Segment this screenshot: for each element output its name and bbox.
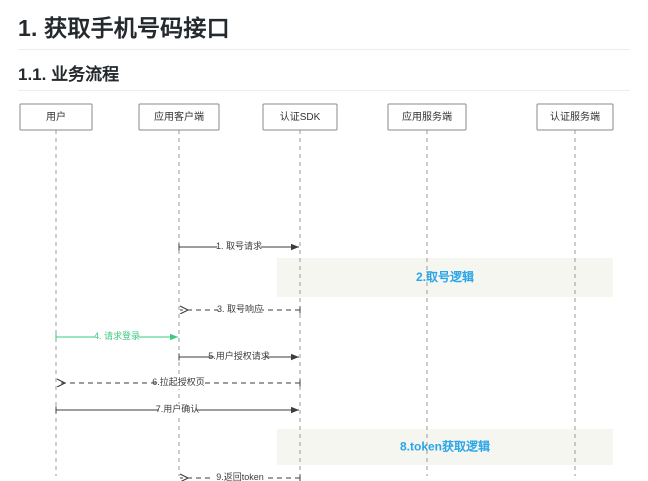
participant-label-client: 应用客户端 — [154, 110, 204, 123]
participant-label-sdk: 认证SDK — [280, 110, 321, 123]
participant-boxes-layer: 用户 应用客户端 认证SDK 应用服务端 认证服务端 — [19, 103, 614, 131]
lifelines-layer — [55, 130, 576, 476]
participant-label-authsrv: 认证服务端 — [550, 110, 600, 123]
message-label-1: 1. 取号请求 — [216, 240, 262, 251]
message-label-3: 3. 取号响应 — [217, 303, 263, 314]
message-label-backdrop-6 — [156, 377, 201, 389]
message-label-backdrop-1 — [217, 241, 261, 253]
messages-layer: 1. 取号请求 3. 取号响应 4. 请求登录 5.用户授权请求 6.拉起授权页 7.用户… — [55, 240, 301, 481]
note-8-label: 8.token获取逻辑 — [400, 439, 490, 454]
page-title: 1. 获取手机号码接口 — [18, 14, 630, 50]
message-label-backdrop-7 — [158, 404, 197, 416]
note-8-band: 8.token获取逻辑 — [277, 429, 613, 465]
message-label-6: 6.拉起授权页 — [152, 376, 205, 387]
message-3: 3. 取号响应 — [180, 303, 301, 316]
message-label-4: 4. 请求登录 — [94, 330, 140, 341]
message-1: 1. 取号请求 — [178, 240, 299, 253]
participant-box-user: 用户 — [19, 103, 93, 131]
message-label-backdrop-3 — [218, 304, 262, 316]
message-label-5: 5.用户授权请求 — [208, 350, 270, 361]
message-4: 4. 请求登录 — [55, 330, 178, 343]
sequence-diagram-canvas: 2.取号逻辑 8.token获取逻辑 1. 取号请求 3. 取号响应 4. 请求登录 5… — [19, 103, 614, 481]
message-label-backdrop-4 — [95, 331, 139, 343]
message-9: 9.返回token — [180, 471, 301, 481]
message-label-7: 7.用户确认 — [156, 403, 200, 414]
message-7: 7.用户确认 — [55, 403, 299, 416]
message-label-backdrop-9 — [212, 472, 268, 481]
message-label-9: 9.返回token — [216, 471, 264, 481]
note-2-band: 2.取号逻辑 — [277, 258, 613, 297]
sequence-diagram: 2.取号逻辑 8.token获取逻辑 1. 取号请求 3. 取号响应 4. 请求登录 5… — [0, 96, 648, 481]
note-bands-layer: 2.取号逻辑 8.token获取逻辑 — [277, 258, 613, 465]
section-title: 1.1. 业务流程 — [18, 64, 630, 91]
participant-label-user: 用户 — [46, 110, 66, 123]
message-5: 5.用户授权请求 — [178, 350, 299, 363]
participant-box-authsrv: 认证服务端 — [536, 103, 614, 131]
participant-box-appsrv: 应用服务端 — [387, 103, 467, 131]
note-2-label: 2.取号逻辑 — [416, 269, 474, 284]
message-label-backdrop-5 — [214, 351, 264, 363]
document-headings: 1. 获取手机号码接口 1.1. 业务流程 — [0, 0, 648, 91]
participant-label-appsrv: 应用服务端 — [402, 110, 452, 123]
participant-box-client: 应用客户端 — [138, 103, 220, 131]
participant-box-sdk: 认证SDK — [262, 103, 338, 131]
message-6: 6.拉起授权页 — [57, 376, 301, 389]
